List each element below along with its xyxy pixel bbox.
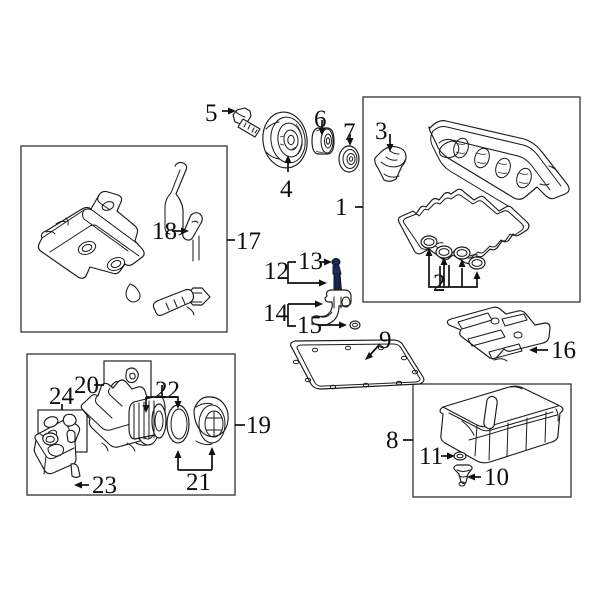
- callout-8[interactable]: 8: [386, 427, 399, 454]
- part-gasket-seal-kit: [42, 413, 77, 446]
- part-oil-filler-cap: [374, 145, 407, 182]
- callout-1[interactable]: 1: [335, 194, 348, 221]
- leader-21-bracket: [177, 452, 213, 471]
- callout-14[interactable]: 14: [263, 300, 288, 327]
- part-drain-plug: [453, 464, 473, 487]
- callout-4[interactable]: 4: [280, 176, 293, 203]
- leader-9: [368, 343, 381, 357]
- callout-21[interactable]: 21: [186, 469, 211, 496]
- valve-cover-group-box: [362, 96, 581, 303]
- part-crankshaft-pulley: [262, 111, 308, 169]
- callout-20[interactable]: 20: [74, 372, 99, 399]
- callout-2[interactable]: 2: [433, 270, 446, 297]
- callout-11[interactable]: 11: [419, 443, 444, 470]
- oil-pump-group-box: [20, 145, 228, 333]
- callout-3[interactable]: 3: [375, 118, 388, 145]
- callout-22[interactable]: 22: [155, 377, 180, 404]
- callout-17[interactable]: 17: [236, 228, 261, 255]
- part-front-crankshaft-seal: [338, 145, 360, 173]
- callout-12[interactable]: 12: [264, 258, 289, 285]
- part-crankshaft-seal-housing: [311, 127, 335, 155]
- callout-9[interactable]: 9: [379, 327, 392, 354]
- part-oil-pan: [439, 385, 564, 464]
- part-oil-filter-element: [128, 395, 167, 440]
- callout-24[interactable]: 24: [49, 383, 74, 410]
- callout-13[interactable]: 13: [298, 248, 323, 275]
- leader-lines: [61, 107, 548, 489]
- part-oil-baffle: [446, 306, 551, 362]
- callout-23[interactable]: 23: [92, 472, 117, 499]
- callout-16[interactable]: 16: [551, 337, 576, 364]
- part-drain-plug-washer: [453, 451, 467, 461]
- part-valve-cover: [428, 120, 570, 210]
- callout-6[interactable]: 6: [314, 106, 327, 133]
- leader-14-bracket: [287, 304, 296, 327]
- callout-5[interactable]: 5: [205, 100, 218, 127]
- callout-19[interactable]: 19: [246, 412, 271, 439]
- part-filter-cap-o-ring: [166, 396, 229, 446]
- part-oil-pump: [37, 190, 145, 303]
- leader-2-bracket: [428, 250, 478, 288]
- part-oil-level-sensor: [152, 161, 211, 317]
- callout-18[interactable]: 18: [152, 218, 177, 245]
- part-dipstick-tube: [311, 289, 361, 330]
- leader-12-bracket: [287, 262, 322, 284]
- part-oil-pan-gasket: [289, 339, 425, 390]
- callout-15[interactable]: 15: [297, 312, 322, 339]
- part-oil-cooler: [33, 418, 81, 479]
- part-valve-cover-gasket: [397, 188, 530, 270]
- part-pulley-bolt: [232, 107, 261, 138]
- callout-7[interactable]: 7: [343, 119, 356, 146]
- callout-10[interactable]: 10: [484, 464, 509, 491]
